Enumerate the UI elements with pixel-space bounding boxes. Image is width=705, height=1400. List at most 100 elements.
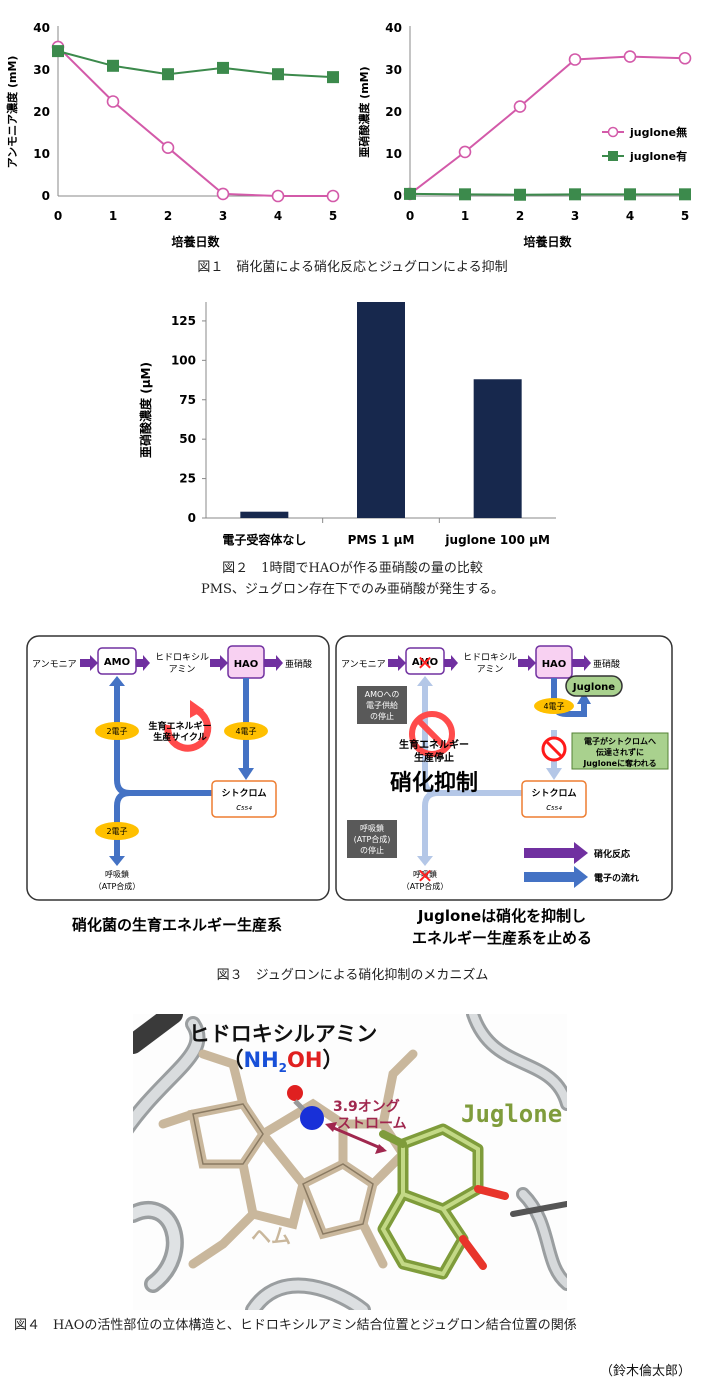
label-2e-bottom: 2電子: [106, 827, 127, 836]
steal-note-3: Jugloneに奪われる: [582, 758, 656, 768]
amo-cross: ✕: [417, 651, 434, 675]
y-axis-label: 亜硝酸濃度 (mM): [357, 66, 371, 157]
data-point: [52, 45, 64, 58]
amo-label: AMO: [104, 657, 130, 668]
legend-marker: [607, 126, 619, 138]
data-point: [513, 100, 527, 113]
legend-nitrification: 硝化反応: [594, 848, 630, 860]
amo-arrow: [80, 659, 90, 667]
data-point: [624, 188, 636, 201]
data-point: [459, 188, 471, 201]
bar: [357, 302, 405, 518]
data-point: [568, 53, 582, 66]
y-tick-label: 25: [179, 472, 196, 486]
x-axis-label: 培養日数: [171, 234, 220, 249]
x-tick-label: 3: [571, 209, 579, 223]
hao-label: HAO: [234, 659, 259, 670]
data-point: [217, 61, 229, 74]
left-panel: [26, 635, 330, 901]
formula-close: ）: [322, 1048, 344, 1072]
label-ammonia-right: アンモニア: [341, 660, 386, 670]
label-cytochrome: シトクロム: [221, 788, 266, 799]
data-point: [161, 141, 175, 154]
x-tick-label: PMS 1 μM: [348, 533, 415, 547]
figure2-caption-line1: 図２ 1時間でHAOが作る亜硝酸の量の比較: [222, 561, 483, 576]
label-nitrite-right: 亜硝酸: [593, 658, 620, 670]
series-line: [57, 50, 334, 79]
data-point: [107, 59, 119, 72]
left-panel-title: 硝化菌の生育エネルギー生産系: [72, 916, 282, 934]
y-tick-label: 30: [385, 63, 402, 77]
x-tick-label: 1: [109, 209, 117, 223]
y-tick-label: 30: [33, 63, 50, 77]
juglone-pill: [565, 675, 623, 697]
oxygen-atom: [287, 1085, 303, 1101]
amo-label-right: AMO: [412, 657, 438, 668]
data-point: [272, 68, 284, 81]
data-point: [678, 51, 692, 65]
stop-label-1: 生育エネルギー: [399, 738, 469, 751]
x-tick-label: 5: [681, 209, 689, 223]
y-tick-label: 0: [188, 511, 196, 525]
data-point: [404, 187, 416, 200]
amo-stop-1: AMOへの: [365, 690, 400, 699]
data-point: [458, 145, 472, 159]
stopped-cycle-icon: [409, 711, 455, 757]
label-nitrite: 亜硝酸: [285, 658, 312, 670]
label-ammonia: アンモニア: [32, 660, 77, 670]
big-stop-label: 硝化抑制: [390, 770, 478, 796]
juglone-label: Juglone: [461, 1100, 563, 1128]
y-tick-label: 20: [33, 105, 50, 119]
x-tick-label: 2: [164, 209, 172, 223]
amo-stop-note: [357, 686, 407, 724]
x-axis-label: 培養日数: [523, 234, 572, 249]
legend-marker: [608, 151, 618, 161]
data-point: [569, 188, 581, 201]
x-tick-label: 2: [516, 209, 524, 223]
resp-cross: ✕: [417, 864, 434, 888]
label-hydroxylamine-1: ヒドロキシル: [155, 652, 209, 663]
juglone-pill-label: Juglone: [572, 682, 615, 693]
nitrogen-atom: [300, 1106, 324, 1130]
data-point: [679, 188, 691, 201]
figure4-caption: 図４ HAOの活性部位の立体構造と、ヒドロキシルアミン結合位置とジュグロン結合位…: [14, 1318, 577, 1333]
series-line: [57, 46, 333, 197]
y-tick-label: 20: [385, 105, 402, 119]
x-tick-label: 0: [54, 209, 62, 223]
legend-label: juglone有: [629, 149, 687, 163]
resp-stop-1: 呼吸鎖: [360, 823, 384, 833]
y-tick-label: 100: [171, 353, 196, 367]
figure2-caption-line2: PMS、ジュグロン存在下でのみ亜硝酸が発生する。: [200, 582, 505, 597]
resp-stop-2: (ATP合成): [354, 834, 391, 844]
y-axis-label: アンモニア濃度 (mM): [5, 56, 19, 169]
hao-label-right: HAO: [542, 659, 567, 670]
amo-stop-3: の停止: [370, 711, 394, 721]
x-tick-label: 5: [329, 209, 337, 223]
bar: [473, 379, 522, 518]
cytochrome-box-right: [521, 780, 587, 818]
y-tick-label: 50: [179, 432, 196, 446]
y-tick-label: 75: [179, 393, 196, 407]
x-tick-label: juglone 100 μM: [444, 533, 549, 547]
cycle-arrow: [164, 706, 212, 752]
bar: [240, 511, 289, 518]
stop-label-2: 生産停止: [414, 751, 454, 764]
label-resp-1: 呼吸鎖: [105, 869, 129, 879]
legend-electron: 電子の流れ: [594, 872, 639, 884]
data-point: [623, 50, 637, 63]
distance-label-2: ストローム: [337, 1116, 407, 1132]
y-tick-label: 10: [385, 147, 402, 161]
fig4-formula: （NH2OH）: [133, 1044, 433, 1075]
label-4e: 4電子: [235, 727, 256, 736]
data-point: [106, 95, 120, 108]
formula-oh: OH: [287, 1048, 323, 1072]
label-2e-top: 2電子: [106, 727, 127, 736]
data-point: [514, 188, 526, 201]
data-point: [327, 71, 339, 84]
right-panel-title-1: Jugloneは硝化を抑制し: [417, 907, 586, 925]
figure1-caption: 図１ 硝化菌による硝化反応とジュグロンによる抑制: [197, 260, 508, 275]
resp-stop-3: の停止: [360, 845, 384, 855]
data-point: [271, 189, 285, 203]
